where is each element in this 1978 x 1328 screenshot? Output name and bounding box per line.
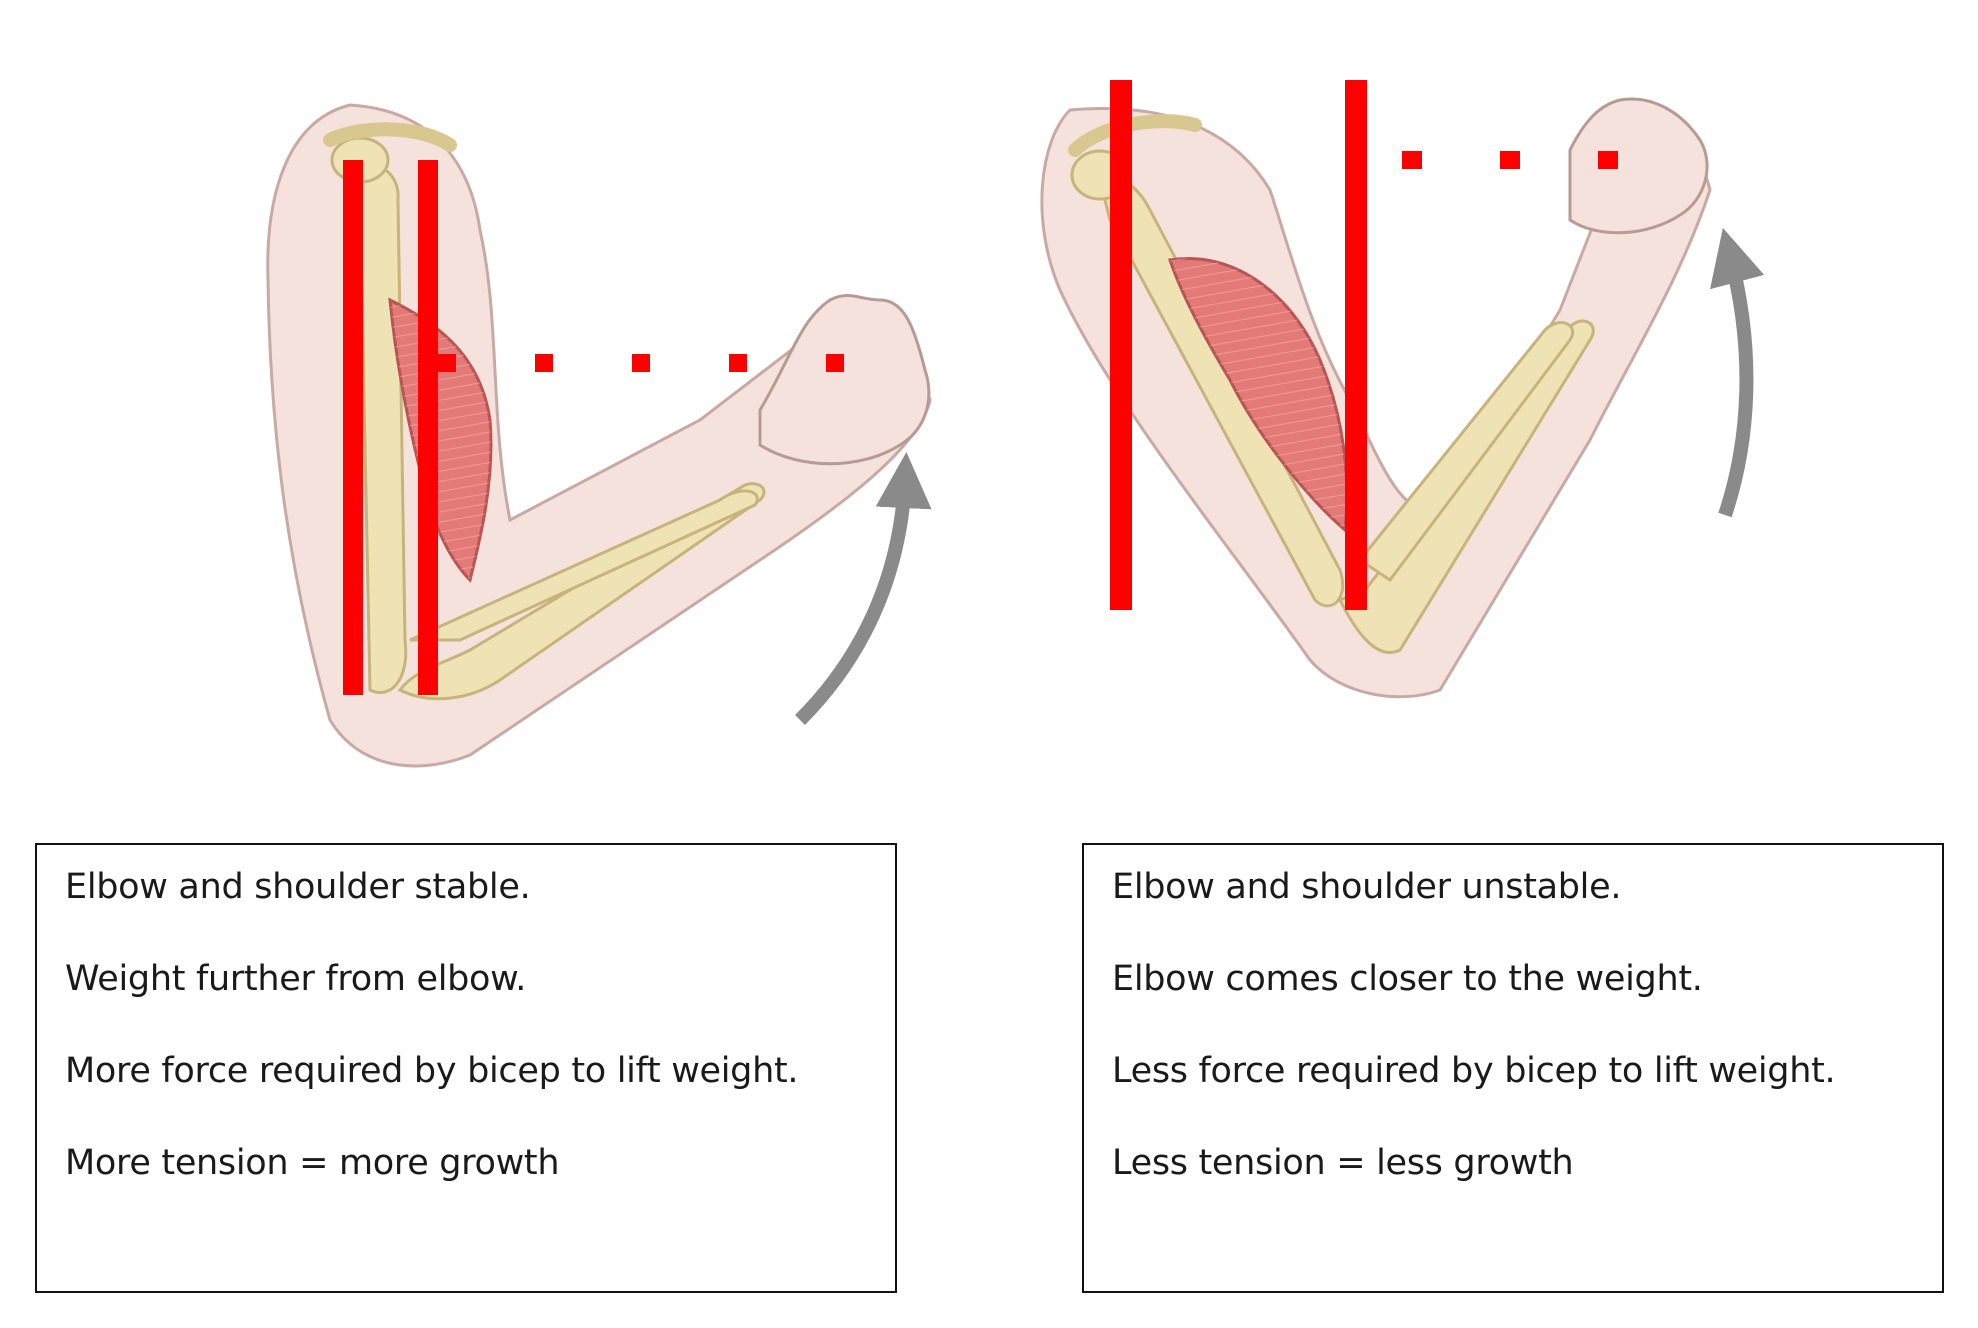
left-arm — [266, 103, 932, 768]
caption-box-unstable: Elbow and shoulder unstable. Elbow comes… — [1082, 843, 1944, 1293]
right-red-dotted-line — [1402, 151, 1618, 169]
caption-line: More force required by bicep to lift wei… — [65, 1051, 799, 1091]
caption-list-unstable: Elbow and shoulder unstable. Elbow comes… — [1084, 845, 1942, 1185]
caption-list-stable: Elbow and shoulder stable. Weight furthe… — [37, 845, 895, 1185]
caption-line: Elbow and shoulder stable. — [65, 867, 531, 907]
right-radius — [1337, 319, 1595, 654]
right-ulna — [1357, 321, 1574, 583]
arm-illustrations — [266, 80, 1765, 768]
left-ulna — [409, 489, 759, 642]
left-clavicle — [323, 122, 457, 152]
caption-line: Less force required by bicep to lift wei… — [1112, 1051, 1836, 1091]
left-red-dotted-line — [438, 354, 844, 372]
right-arm — [1040, 80, 1765, 699]
anatomy-figure — [266, 80, 1765, 768]
right-fist — [1568, 97, 1709, 235]
left-red-vertical-line-1 — [343, 160, 363, 695]
caption-line: Elbow and shoulder unstable. — [1112, 867, 1622, 907]
right-red-vertical-line-2 — [1345, 80, 1367, 610]
right-muscle-fibers — [1170, 258, 1347, 530]
left-fist — [758, 294, 931, 466]
right-red-vertical-line-1 — [1110, 80, 1132, 610]
left-red-vertical-line-2 — [418, 160, 438, 695]
caption-box-stable: Elbow and shoulder stable. Weight furthe… — [35, 843, 897, 1293]
caption-line: More tension = more growth — [65, 1143, 560, 1183]
caption-line: Weight further from elbow. — [65, 959, 527, 999]
left-muscle-fibers — [390, 300, 491, 580]
caption-line: Less tension = less growth — [1112, 1143, 1574, 1183]
right-curved-arrow-icon — [1710, 227, 1765, 518]
caption-line: Elbow comes closer to the weight. — [1112, 959, 1703, 999]
left-curved-arrow-icon — [795, 452, 932, 725]
